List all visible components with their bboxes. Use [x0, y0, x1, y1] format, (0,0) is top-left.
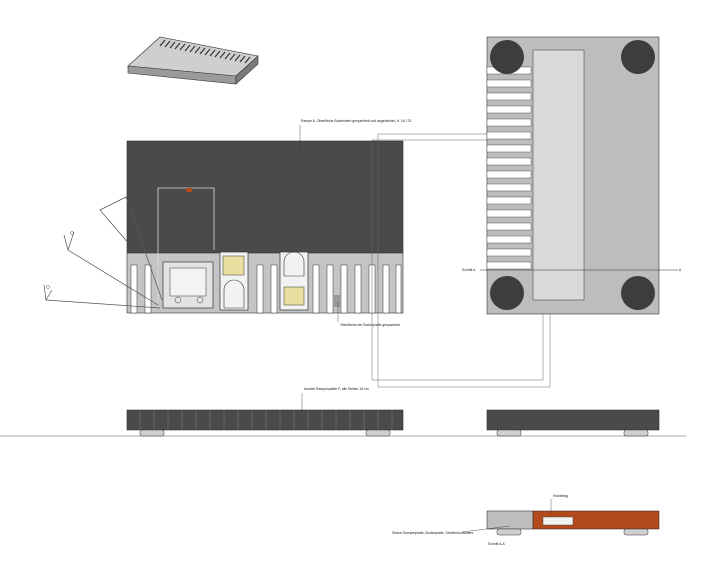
top-note-label: Rampe A, Oberfläche Bodenstein gespachte… [301, 119, 411, 123]
elevation-note-label: Ansicht Rampenplatte P, alle Stellen 16 … [304, 387, 369, 391]
section-name-label: Schnitt A-A [488, 542, 506, 546]
section-material-label: Holzbelag [553, 494, 568, 498]
section-mark-left: Schnitt A [462, 268, 476, 272]
bottom-note-label: Oberfläche der Bodenplatte gespachtelt [340, 323, 400, 327]
side-elevation-view [486, 409, 660, 437]
section-a-a-view: Holzbelag Stütze Rampenplatte, Bodenplat… [392, 494, 660, 546]
long-elevation-view: Ansicht Rampenplatte P, alle Stellen 16 … [126, 387, 404, 437]
isometric-plate-view [127, 36, 259, 85]
main-elevation-view: Rampe A, Oberfläche Bodenstein gespachte… [43, 119, 411, 327]
plan-view: Schnitt A A [462, 36, 682, 315]
section-mark-right: A [679, 268, 682, 272]
section-note-label: Stütze Rampenplatte, Bodenplatte, Streif… [392, 531, 473, 535]
